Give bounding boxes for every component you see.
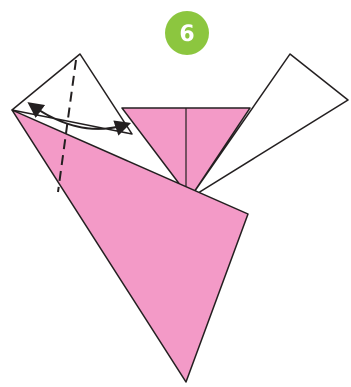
step-badge: 6 [165, 11, 209, 55]
step-number: 6 [179, 22, 194, 47]
